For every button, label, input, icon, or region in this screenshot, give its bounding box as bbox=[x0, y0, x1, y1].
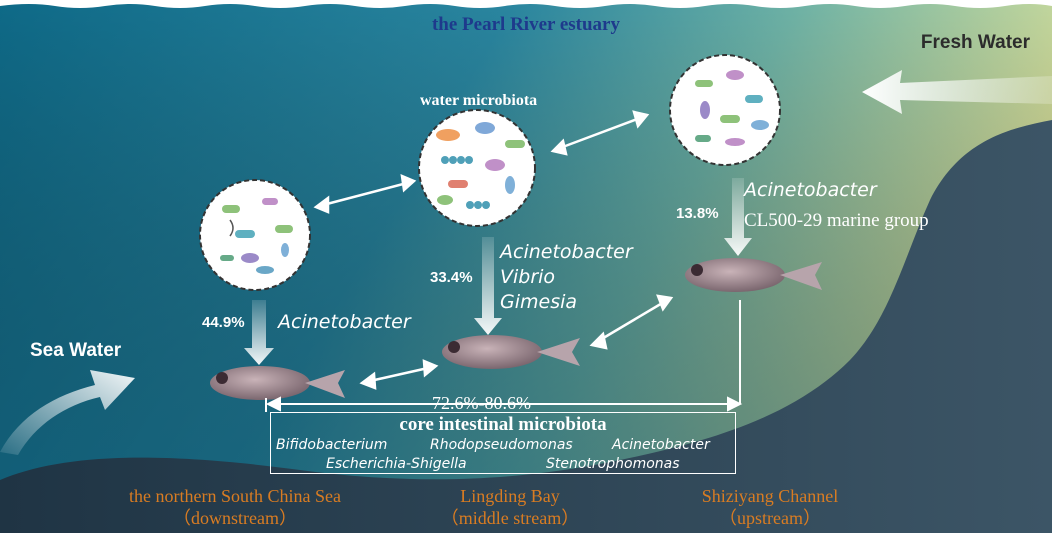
double-arrow-icon-fish bbox=[359, 294, 674, 390]
water-microbiota-label: water microbiota bbox=[420, 92, 538, 109]
transfer-arrow-icon-upstream bbox=[724, 178, 752, 256]
middle-genus-3: Gimesia bbox=[500, 291, 578, 313]
core-range-bracket bbox=[265, 300, 743, 412]
bacteria-cluster-icon-downstream bbox=[199, 179, 311, 291]
core-range-label: 72.6%-80.6% bbox=[432, 393, 531, 413]
fish-icon-upstream bbox=[685, 258, 822, 292]
upstream-percent: 13.8% bbox=[676, 205, 719, 222]
transfer-arrow-icon-downstream bbox=[244, 300, 274, 365]
middle-genus-1: Acinetobacter bbox=[500, 241, 633, 263]
sea-water-label: Sea Water bbox=[30, 340, 122, 361]
fish-icon-middle bbox=[442, 335, 580, 369]
transfer-arrow-icon-middle bbox=[474, 237, 502, 335]
region-middle: Lingding Bay （middle stream） bbox=[400, 485, 620, 529]
bacteria-cluster-icon-upstream bbox=[669, 54, 781, 166]
downstream-percent: 44.9% bbox=[202, 314, 245, 331]
core-microbiota-title: core intestinal microbiota bbox=[399, 414, 607, 435]
upstream-genus: Acinetobacter bbox=[744, 179, 877, 201]
middle-genus-2: Vibrio bbox=[500, 266, 556, 288]
region-downstream-name: the northern South China Sea bbox=[129, 486, 341, 506]
fish-icon-downstream bbox=[210, 366, 345, 400]
core-taxon-4: Escherichia-Shigella bbox=[326, 456, 467, 472]
region-upstream-name: Shiziyang Channel bbox=[701, 486, 839, 506]
middle-percent: 33.4% bbox=[430, 269, 473, 286]
core-microbiota-box bbox=[270, 412, 736, 474]
double-arrow-icon-circles bbox=[313, 110, 650, 214]
core-taxon-5: Stenotrophomonas bbox=[546, 456, 680, 472]
region-downstream: the northern South China Sea （downstream… bbox=[70, 485, 400, 529]
riverbed-land bbox=[0, 120, 1052, 533]
fresh-water-arrow-icon bbox=[862, 70, 1052, 114]
region-downstream-sub: （downstream） bbox=[173, 508, 297, 528]
region-upstream-sub: （upstream） bbox=[719, 508, 821, 528]
region-middle-sub: （middle stream） bbox=[440, 508, 580, 528]
core-taxon-2: Rhodopseudomonas bbox=[430, 437, 573, 453]
page-title: the Pearl River estuary bbox=[431, 14, 620, 35]
region-upstream: Shiziyang Channel （upstream） bbox=[660, 485, 880, 529]
region-middle-name: Lingding Bay bbox=[460, 486, 560, 506]
bacteria-cluster-icon-middle bbox=[418, 109, 536, 227]
core-taxon-1: Bifidobacterium bbox=[276, 437, 388, 453]
core-taxon-3: Acinetobacter bbox=[612, 437, 710, 453]
fresh-water-label: Fresh Water bbox=[920, 32, 1030, 53]
sea-water-arrow-icon bbox=[0, 370, 135, 455]
downstream-genus: Acinetobacter bbox=[278, 311, 411, 333]
upstream-group: CL500-29 marine group bbox=[744, 210, 929, 231]
